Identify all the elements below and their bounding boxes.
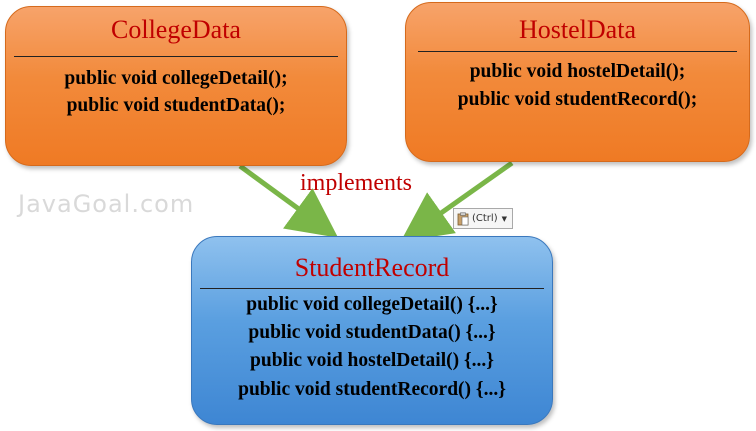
student-record-divider (200, 288, 544, 289)
college-data-divider (14, 56, 338, 57)
college-data-title: CollegeData (111, 15, 241, 44)
hostel-data-divider (418, 51, 737, 52)
arrow-hostel-to-student (400, 160, 514, 242)
watermark-text: JavaGoal.com (18, 190, 195, 218)
clipboard-icon (457, 212, 469, 225)
arrow-college-to-student (238, 163, 339, 238)
hostel-method-2: public void studentRecord(); (457, 89, 698, 110)
paste-options-button[interactable]: (Ctrl) ▼ (453, 208, 513, 229)
student-method-4: public void studentRecord() {...} (238, 379, 506, 400)
implements-label: implements (300, 170, 412, 196)
student-method-3: public void hostelDetail() {...} (250, 350, 494, 371)
student-record-box: StudentRecord public void collegeDetail(… (191, 236, 553, 425)
college-method-1: public void collegeDetail(); (64, 68, 288, 89)
college-data-box: CollegeData public void collegeDetail();… (5, 6, 347, 166)
hostel-method-1: public void hostelDetail(); (469, 61, 686, 82)
college-method-2: public void studentData(); (66, 95, 286, 116)
paste-options-label: (Ctrl) (472, 213, 498, 224)
hostel-data-box: HostelData public void hostelDetail(); p… (405, 2, 750, 162)
student-record-title: StudentRecord (294, 253, 450, 282)
chevron-down-icon: ▼ (501, 214, 507, 223)
student-method-1: public void collegeDetail() {...} (246, 294, 498, 315)
student-method-2: public void studentData() {...} (248, 322, 496, 343)
hostel-data-title: HostelData (519, 15, 636, 44)
